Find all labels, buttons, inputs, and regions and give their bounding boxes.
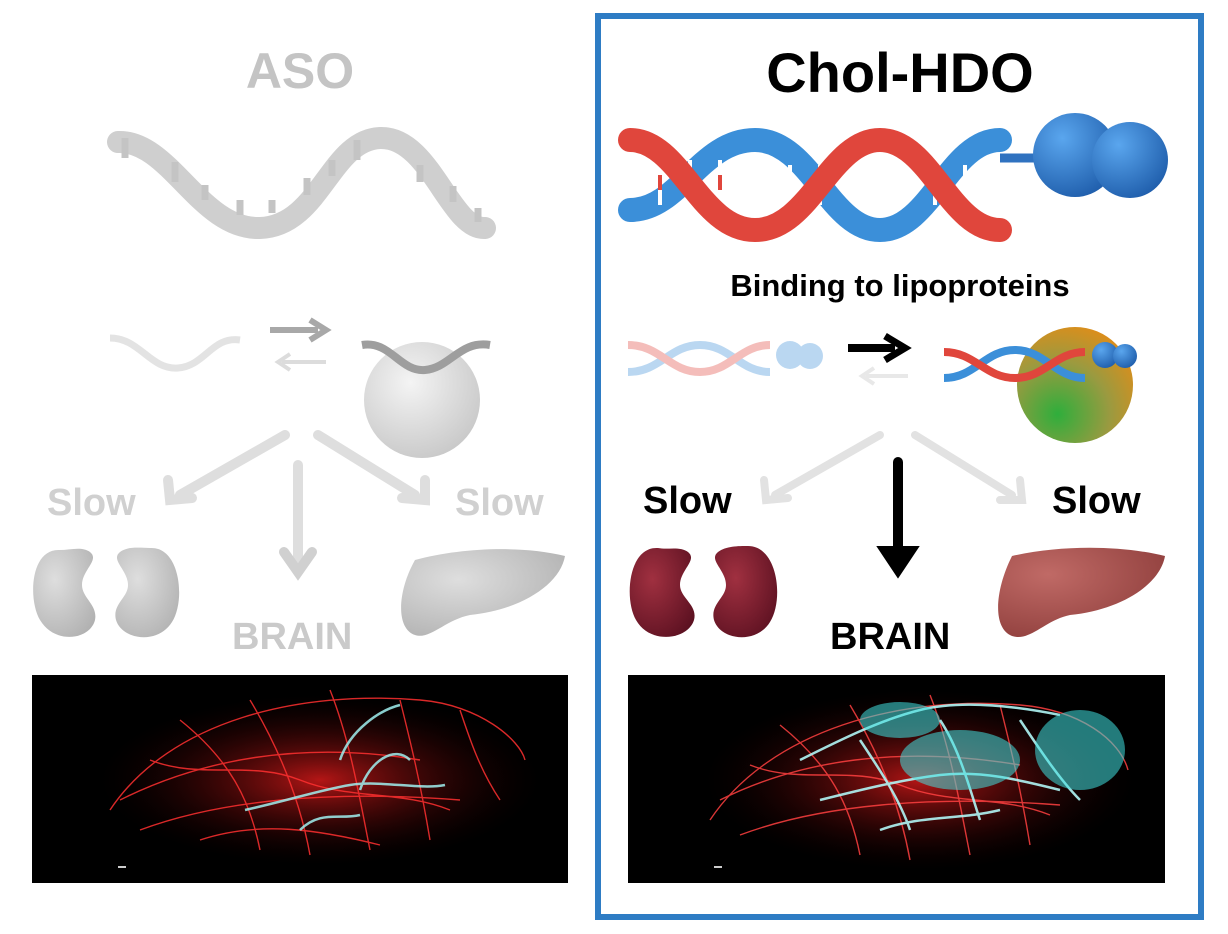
chol-hdo-liver [998, 547, 1165, 638]
chol-hdo-slow-liver-label: Slow [1052, 480, 1141, 522]
aso-kidneys [33, 547, 180, 638]
aso-strand [107, 127, 496, 240]
lipoprotein-complex [943, 327, 1137, 443]
chol-hdo-kidneys [629, 546, 778, 638]
chol-hdo-duplex [618, 113, 1168, 243]
chol-hdo-title: Chol-HDO [766, 41, 1034, 104]
aso-title: ASO [245, 43, 355, 99]
chol-hdo-panel-frame [595, 13, 1204, 920]
aso-arrows [163, 430, 430, 581]
chol-hdo-arrows [760, 431, 1027, 579]
aso-liver [401, 549, 565, 636]
aso-equilibrium-arrows [270, 317, 332, 372]
chol-hdo-slow-kidney-label: Slow [643, 480, 732, 522]
binding-caption: Binding to lipoproteins [730, 268, 1070, 303]
aso-brain-label: BRAIN [232, 616, 353, 658]
chol-hdo-brain-label: BRAIN [830, 616, 951, 658]
aso-slow-liver-label: Slow [455, 482, 544, 524]
chol-hdo-equilibrium-arrows [848, 332, 912, 386]
aso-bound-complex [361, 340, 491, 458]
chol-hdo-brain-image [628, 675, 1165, 883]
chol-hdo-free [627, 340, 823, 377]
aso-free-strand [109, 334, 241, 372]
aso-slow-kidney-label: Slow [47, 482, 136, 524]
aso-brain-image [32, 675, 568, 883]
